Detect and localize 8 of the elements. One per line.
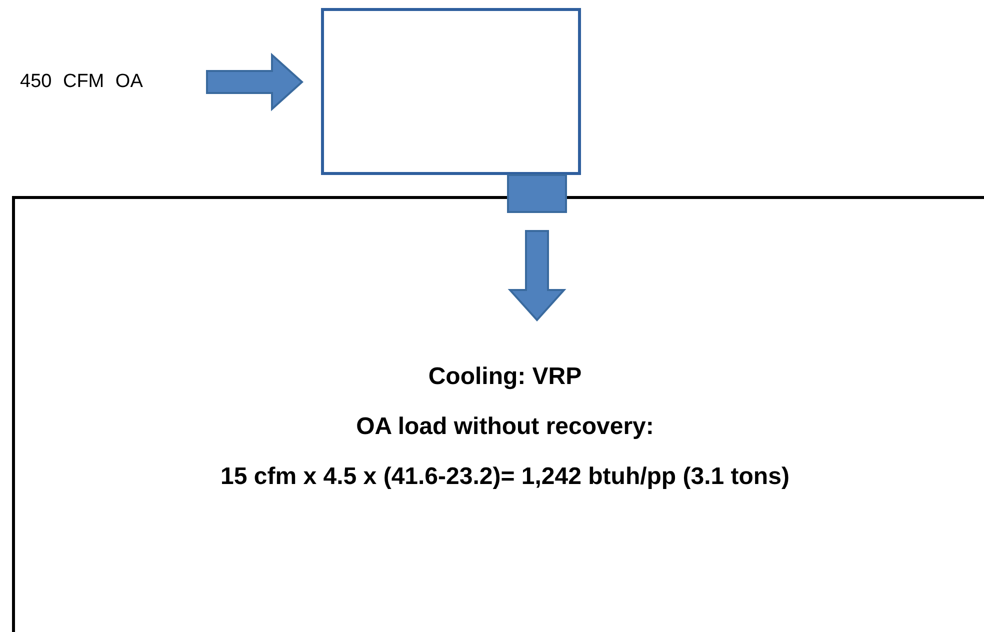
- calculation-text: OA load without recovery:: [355, 413, 655, 441]
- calculation-text: 15 cfm x 4.5 x (41.6-23.2)= 1,242 btuh/pp (3.1 tons): [220, 463, 790, 491]
- air-handler-box: [321, 8, 581, 175]
- block-arrow: [508, 230, 566, 322]
- heading-text: Cooling: VRP: [427, 363, 583, 391]
- airflow-label: 450 CFM OA: [20, 68, 200, 96]
- duct-outlet: [507, 174, 567, 213]
- block-arrow: [206, 52, 304, 112]
